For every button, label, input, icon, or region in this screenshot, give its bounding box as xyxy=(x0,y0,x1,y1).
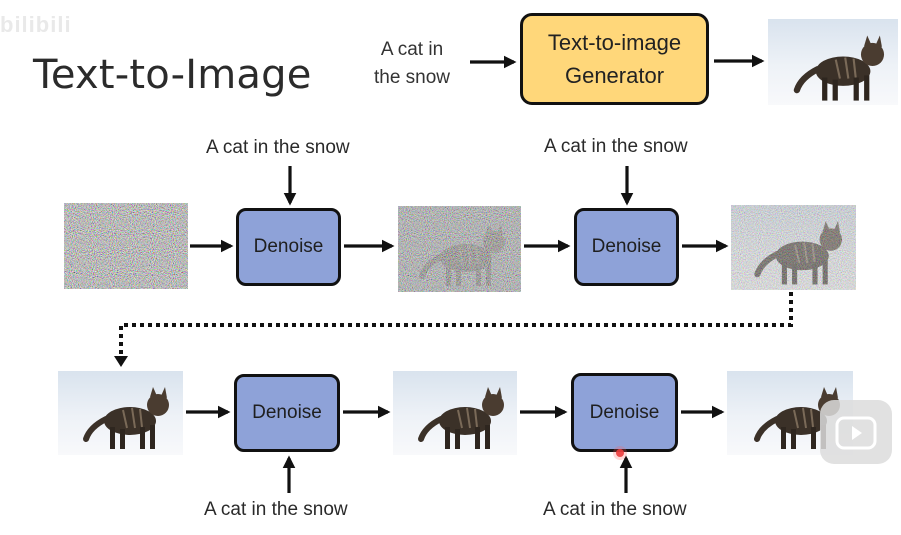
clean-cat-image-2 xyxy=(393,371,517,455)
text-to-image-generator-box: Text-to-image Generator xyxy=(520,13,709,105)
denoise-label-1: Denoise xyxy=(253,236,324,257)
play-icon xyxy=(835,416,877,450)
denoise-box-1: Denoise xyxy=(236,208,341,286)
play-button[interactable] xyxy=(820,400,892,464)
denoise-box-3: Denoise xyxy=(234,374,340,452)
laser-pointer-dot xyxy=(616,449,624,457)
top-prompt: A cat in the snow xyxy=(352,36,472,92)
dotted-connector-arrowhead xyxy=(114,356,128,367)
generator-label-line-1: Text-to-image xyxy=(547,30,682,55)
dotted-connector-row1-to-row2 xyxy=(119,292,793,360)
top-prompt-line-2: the snow xyxy=(373,67,451,88)
prompt-caption-4: A cat in the snow xyxy=(543,499,687,520)
denoise-box-2: Denoise xyxy=(574,208,679,286)
output-cat-image-top xyxy=(768,19,898,105)
generator-label-line-2: Generator xyxy=(564,63,665,88)
bilibili-watermark: bilibili xyxy=(0,12,72,37)
prompt-caption-3: A cat in the snow xyxy=(204,499,348,520)
page-title: Text-to-Image xyxy=(33,52,312,98)
prompt-caption-1: A cat in the snow xyxy=(206,137,350,158)
top-prompt-line-1: A cat in xyxy=(380,39,444,60)
clean-cat-image-1 xyxy=(58,371,183,455)
denoise-label-4: Denoise xyxy=(589,401,660,423)
pure-noise-image xyxy=(64,203,188,289)
denoise-label-2: Denoise xyxy=(591,236,662,257)
noisy-cat-image-2 xyxy=(731,205,856,290)
noisy-cat-image-1 xyxy=(398,206,521,292)
prompt-caption-2: A cat in the snow xyxy=(544,136,688,157)
denoise-label-3: Denoise xyxy=(252,402,322,423)
denoise-box-4: Denoise xyxy=(571,373,678,452)
